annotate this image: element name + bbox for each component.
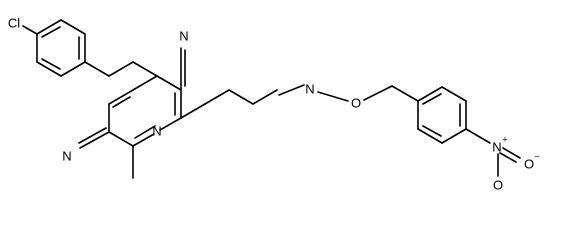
bond: [36, 19, 62, 35]
atom-nitro-o-bottom-label: O: [493, 177, 503, 192]
bond: [156, 75, 182, 91]
bond: [132, 133, 155, 147]
bond: [317, 91, 349, 102]
bond: [112, 96, 131, 108]
bond: [417, 128, 443, 144]
bond: [108, 89, 134, 105]
bond: [441, 86, 467, 102]
bond: [204, 89, 230, 105]
atom-cl-label: Cl: [8, 15, 20, 30]
nitro-o-minus-charge: −: [534, 151, 539, 161]
bonds: [22, 19, 521, 179]
bond: [499, 152, 517, 163]
atom-nitro-n-label: N: [492, 139, 501, 154]
atom-labels: Cl N N N N O N + O O −: [8, 15, 540, 192]
bond: [36, 61, 62, 77]
bond: [108, 61, 134, 77]
bond: [41, 58, 61, 70]
bond: [60, 19, 86, 35]
bond: [108, 131, 134, 147]
bond: [159, 117, 182, 131]
bond: [252, 89, 278, 105]
bond: [60, 61, 86, 77]
atom-imine-n-label: N: [305, 81, 314, 96]
bond: [465, 128, 491, 144]
bond: [84, 61, 110, 77]
bond: [391, 85, 419, 102]
bond: [363, 85, 393, 101]
atom-nitro-o-right-label: O: [524, 156, 534, 171]
bond: [422, 125, 442, 137]
bond: [41, 26, 61, 38]
bond: [180, 103, 206, 119]
atom-oxime-o-label: O: [351, 95, 361, 110]
bond: [502, 147, 521, 159]
bond: [134, 125, 156, 139]
bond: [228, 89, 254, 105]
bond: [441, 128, 467, 144]
bond: [422, 93, 442, 105]
bond: [278, 84, 305, 96]
bond: [79, 131, 110, 149]
bond: [132, 75, 158, 91]
nitro-n-plus-charge: +: [502, 134, 507, 144]
atom-pyridine-n-label: N: [152, 123, 161, 138]
bond: [132, 61, 158, 77]
bond: [78, 127, 107, 144]
bond: [22, 25, 38, 35]
atom-nitrile-top-n-label: N: [179, 28, 188, 43]
bond: [417, 86, 443, 102]
atom-nitrile-left-n-label: N: [62, 148, 71, 163]
chemical-structure-diagram: Cl N N N N O N + O O −: [8, 15, 540, 192]
